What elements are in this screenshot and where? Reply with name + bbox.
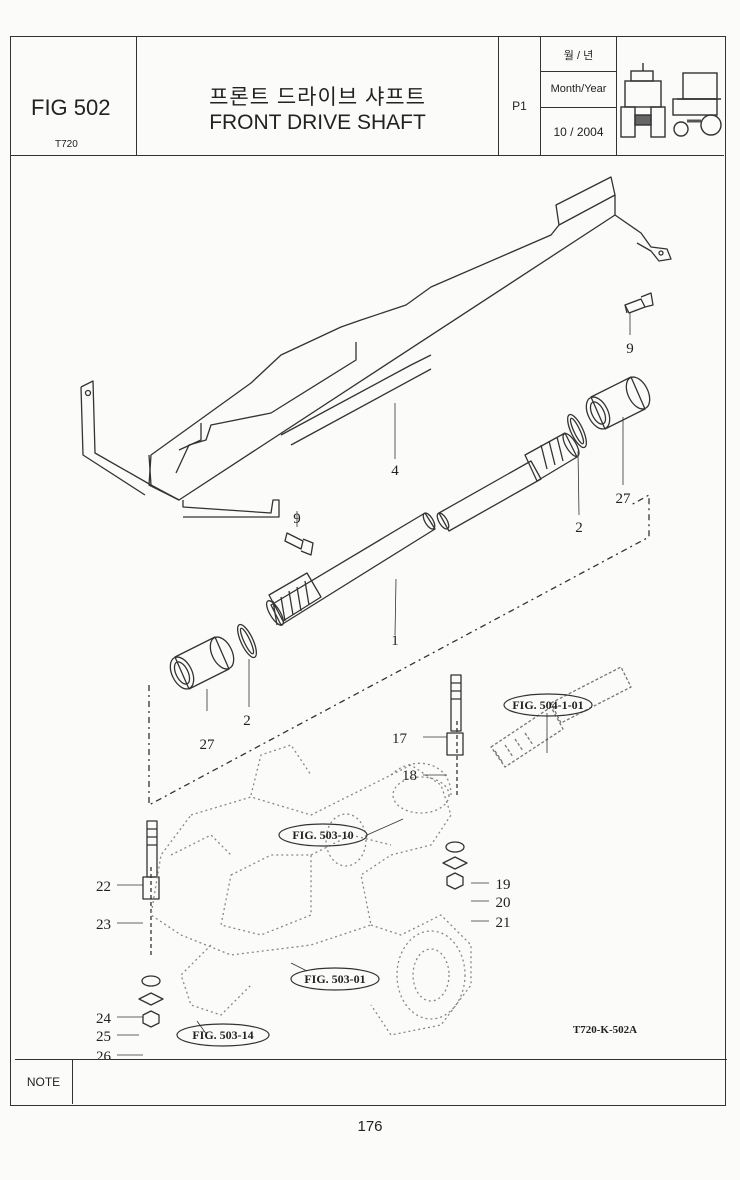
- date-korean-label: 월 / 년: [563, 50, 594, 62]
- stud-17: [450, 674, 462, 732]
- stud-22: [146, 820, 158, 878]
- title-block: FIG 502 T720 프론트 드라이브 샤프트 FRONT DRIVE SH…: [11, 37, 724, 156]
- drive-shaft-guard: [80, 176, 672, 518]
- lock-washer-20: [442, 856, 468, 870]
- model-code: T720: [55, 139, 78, 150]
- callout-23: 23: [96, 917, 111, 933]
- callout-2-front: 2: [243, 713, 251, 729]
- snap-ring-front: [236, 623, 258, 659]
- lock-washer-25: [138, 992, 164, 1006]
- page-code: P1: [512, 99, 527, 113]
- snap-ring-rear: [566, 413, 588, 449]
- drawing-code: T720-K-502A: [573, 1024, 637, 1036]
- tractor-icon: [620, 63, 722, 138]
- tractor-thumbnail: [617, 37, 724, 155]
- front-shaft-1: [265, 512, 436, 626]
- callout-9-upper: 9: [626, 341, 634, 357]
- nut-21: [446, 872, 464, 890]
- leader-lines: [117, 313, 631, 1056]
- callout-27-rear: 27: [616, 491, 632, 507]
- ref-fig-503-14: FIG. 503-14: [192, 1028, 253, 1042]
- callout-2-rear: 2: [575, 520, 583, 536]
- callout-27-front: 27: [200, 737, 216, 753]
- spacer-18: [446, 732, 464, 756]
- parts-diagram: 1 2 2 4 9 9 27 27 17 18 19 20 21 22 23 2…: [80, 176, 672, 1059]
- washer-19: [445, 841, 465, 853]
- callout-1: 1: [391, 633, 399, 649]
- callout-9-lower: 9: [293, 511, 301, 527]
- fig-number: FIG 502: [31, 95, 111, 120]
- coupler-front: [169, 636, 235, 690]
- title-korean: 프론트 드라이브 샤프트: [209, 86, 426, 109]
- date-label: Month/Year: [550, 83, 607, 95]
- date-value: 10 / 2004: [553, 125, 604, 139]
- callout-20: 20: [496, 895, 511, 911]
- callout-24: 24: [96, 1011, 112, 1027]
- fig-number-cell: FIG 502 T720: [11, 37, 137, 155]
- bolt-upper: [624, 292, 654, 314]
- callout-26: 26: [96, 1049, 112, 1059]
- page-frame: FIG 502 T720 프론트 드라이브 샤프트 FRONT DRIVE SH…: [10, 36, 727, 1106]
- callout-18: 18: [402, 768, 417, 784]
- callout-4: 4: [391, 463, 399, 479]
- callout-25: 25: [96, 1029, 111, 1045]
- callout-21: 21: [496, 915, 511, 931]
- title-cell: 프론트 드라이브 샤프트 FRONT DRIVE SHAFT: [137, 37, 499, 155]
- pinion-gear: [490, 666, 632, 768]
- callout-19: 19: [496, 877, 511, 893]
- note-label: NOTE: [15, 1060, 73, 1104]
- page-number: 176: [357, 1118, 383, 1135]
- title-english: FRONT DRIVE SHAFT: [209, 111, 426, 134]
- assembly-dash-line: [148, 494, 650, 806]
- coupler-rear: [585, 376, 651, 430]
- ref-fig-504-1-01: FIG. 504-1-01: [512, 698, 583, 712]
- callout-17: 17: [392, 731, 408, 747]
- callout-22: 22: [96, 879, 111, 895]
- ref-fig-503-01: FIG. 503-01: [304, 972, 365, 986]
- nut-26: [142, 1010, 160, 1028]
- spacer-23: [142, 876, 160, 900]
- ref-fig-503-10: FIG. 503-10: [292, 828, 353, 842]
- date-cell: 월 / 년 Month/Year 10 / 2004: [541, 37, 617, 155]
- page-code-cell: P1: [499, 37, 541, 155]
- note-row: NOTE: [15, 1059, 727, 1105]
- rear-shaft-2: [436, 432, 580, 532]
- front-axle-housing: [150, 744, 472, 1036]
- washer-24: [141, 975, 161, 987]
- bolt-lower: [284, 532, 314, 556]
